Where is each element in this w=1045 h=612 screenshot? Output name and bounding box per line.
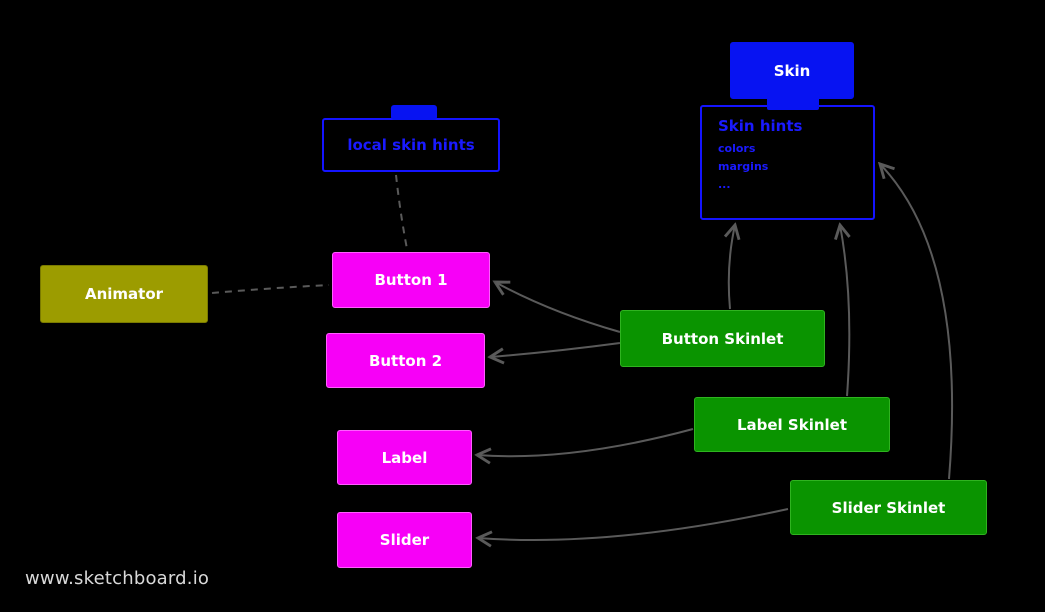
local-skin-hints-tab — [391, 105, 437, 120]
connector-button-skinlet-to-button2[interactable] — [490, 342, 621, 357]
button1-label: Button 1 — [374, 271, 448, 289]
animator-node[interactable]: Animator — [40, 265, 208, 323]
skin-hints-item-ellipsis: ... — [718, 178, 731, 191]
connector-animator-to-button1[interactable] — [211, 284, 330, 294]
button1-node[interactable]: Button 1 — [332, 252, 490, 308]
skin-hints-node[interactable]: Skin hints colors margins ... — [700, 105, 875, 220]
skin-node[interactable]: Skin — [730, 42, 854, 99]
button2-label: Button 2 — [368, 351, 443, 370]
connector-button-skinlet-to-button1[interactable] — [495, 282, 621, 333]
label-skinlet-label: Label Skinlet — [736, 415, 848, 434]
button2-node[interactable]: Button 2 — [326, 333, 485, 388]
label-node-label: Label — [381, 448, 428, 467]
skin-to-skin-hints-joint — [767, 92, 819, 110]
animator-label: Animator — [84, 285, 164, 303]
connector-label-skinlet-to-label[interactable] — [477, 428, 694, 456]
slider-skinlet-label: Slider Skinlet — [831, 498, 946, 517]
local-skin-hints-label: local skin hints — [347, 136, 475, 154]
slider-node[interactable]: Slider — [337, 512, 472, 568]
connector-local-skin-hints-to-button1[interactable] — [395, 174, 408, 250]
slider-skinlet-node[interactable]: Slider Skinlet — [790, 480, 987, 535]
skin-hints-title: Skin hints — [718, 117, 803, 135]
connector-label-skinlet-to-skin-hints[interactable] — [840, 225, 849, 397]
button-skinlet-label: Button Skinlet — [661, 329, 784, 348]
skin-hints-item-colors: colors — [718, 142, 756, 155]
button-skinlet-node[interactable]: Button Skinlet — [620, 310, 825, 367]
skin-hints-item-margins: margins — [718, 160, 769, 173]
skin-node-label: Skin — [773, 61, 811, 80]
label-node[interactable]: Label — [337, 430, 472, 485]
label-skinlet-node[interactable]: Label Skinlet — [694, 397, 890, 452]
sketchboard-watermark: www.sketchboard.io — [25, 568, 210, 589]
local-skin-hints-node[interactable]: local skin hints — [322, 118, 500, 172]
slider-node-label: Slider — [379, 531, 430, 549]
connector-slider-skinlet-to-skin-hints[interactable] — [880, 164, 954, 480]
connector-button-skinlet-to-skin-hints[interactable] — [729, 225, 735, 310]
connector-slider-skinlet-to-slider[interactable] — [478, 508, 789, 540]
